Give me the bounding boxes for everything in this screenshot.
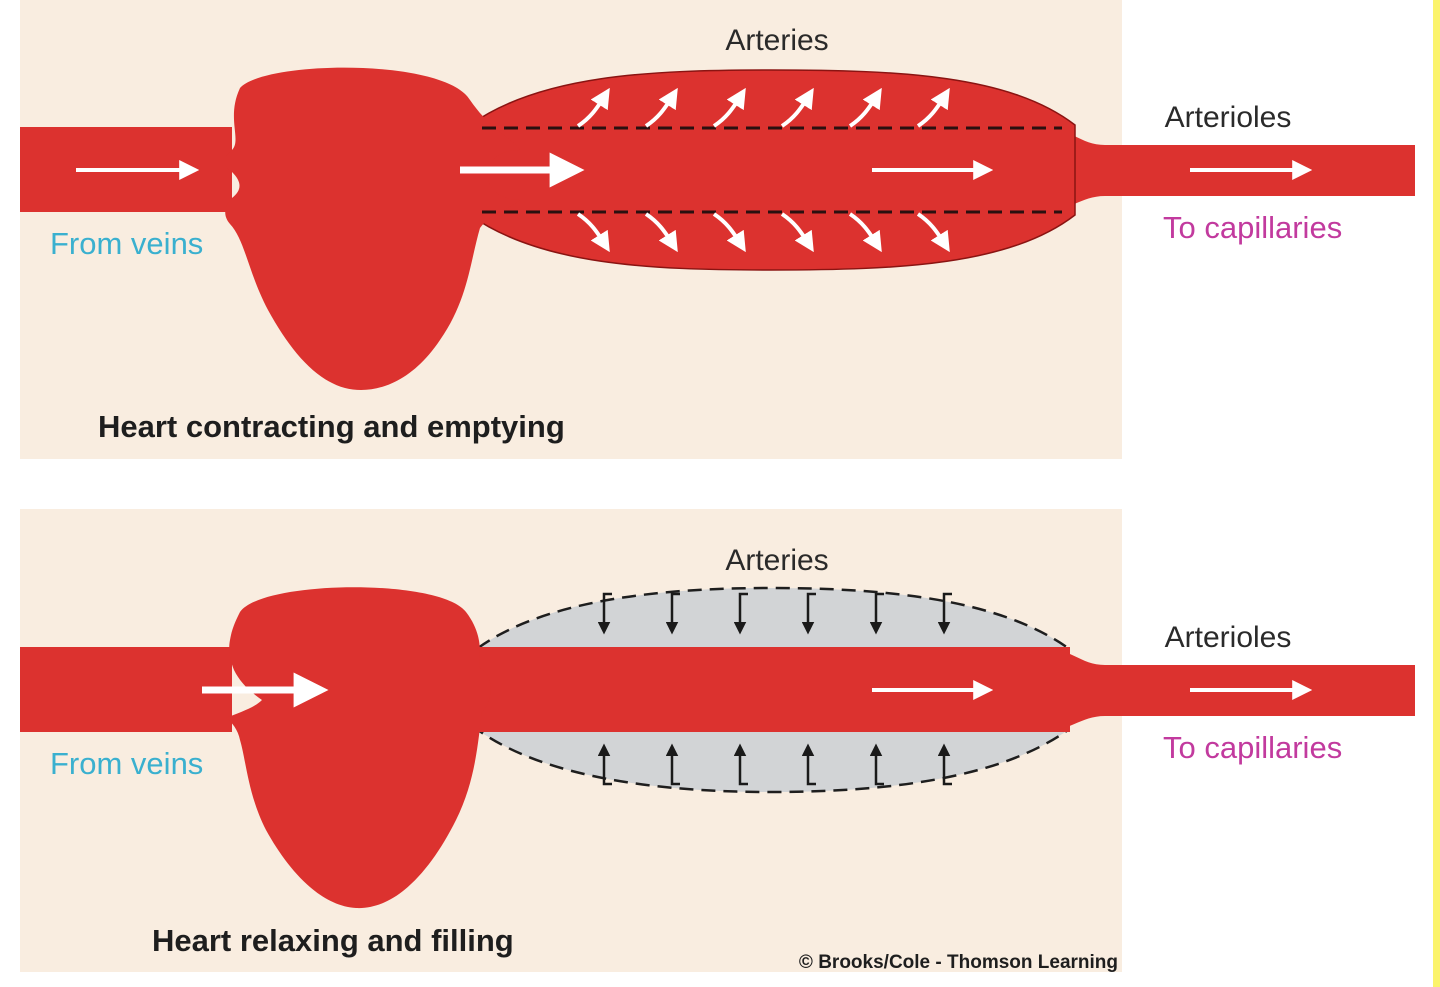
top-to-capillaries-label: To capillaries xyxy=(1163,210,1342,245)
top-arteries-label: Arteries xyxy=(725,24,828,57)
inward-recoil-arrow-icon xyxy=(597,592,612,635)
inward-recoil-arrow-icon xyxy=(937,743,952,786)
outward-expansion-arrow-icon xyxy=(644,212,678,253)
outward-expansion-arrow-icon xyxy=(780,87,814,128)
outward-expansion-arrow-icon xyxy=(712,212,746,253)
bottom-to-capillaries-label: To capillaries xyxy=(1163,730,1342,765)
bottom-panel: Arteries Arterioles From veins To capill… xyxy=(20,544,1415,973)
outward-expansion-arrow-icon xyxy=(576,87,610,128)
outward-expansion-arrow-icon xyxy=(916,87,950,128)
outward-expansion-arrow-icon xyxy=(576,212,610,253)
yellow-edge-strip xyxy=(1433,0,1440,987)
inward-recoil-arrow-icon xyxy=(869,743,884,786)
top-panel: Arteries Arterioles From veins To capill… xyxy=(20,24,1415,444)
outward-expansion-arrow-icon xyxy=(712,87,746,128)
inward-recoil-arrow-icon xyxy=(801,592,816,635)
inward-recoil-arrow-icon xyxy=(665,743,680,786)
top-expansion-arrows xyxy=(576,87,950,253)
bottom-heart xyxy=(226,587,491,909)
inward-recoil-arrow-icon xyxy=(597,743,612,786)
bottom-from-veins-label: From veins xyxy=(50,746,203,781)
inward-recoil-arrow-icon xyxy=(665,592,680,635)
bottom-recoil-arrows xyxy=(597,592,952,786)
outward-expansion-arrow-icon xyxy=(916,212,950,253)
inward-recoil-arrow-icon xyxy=(733,743,748,786)
outward-expansion-arrow-icon xyxy=(644,87,678,128)
top-from-veins-label: From veins xyxy=(50,226,203,261)
bottom-arteries-label: Arteries xyxy=(725,544,828,577)
top-arterioles-label: Arterioles xyxy=(1165,101,1292,134)
inward-recoil-arrow-icon xyxy=(801,743,816,786)
outward-expansion-arrow-icon xyxy=(848,87,882,128)
top-caption: Heart contracting and emptying xyxy=(98,409,565,444)
inward-recoil-arrow-icon xyxy=(733,592,748,635)
outward-expansion-arrow-icon xyxy=(848,212,882,253)
outward-expansion-arrow-icon xyxy=(780,212,814,253)
top-heart xyxy=(224,67,520,391)
bottom-caption: Heart relaxing and filling xyxy=(152,923,514,958)
credit-line: © Brooks/Cole - Thomson Learning xyxy=(799,952,1118,973)
inward-recoil-arrow-icon xyxy=(937,592,952,635)
inward-recoil-arrow-icon xyxy=(869,592,884,635)
bottom-arterioles-label: Arterioles xyxy=(1165,621,1292,654)
bottom-vein xyxy=(20,647,232,732)
